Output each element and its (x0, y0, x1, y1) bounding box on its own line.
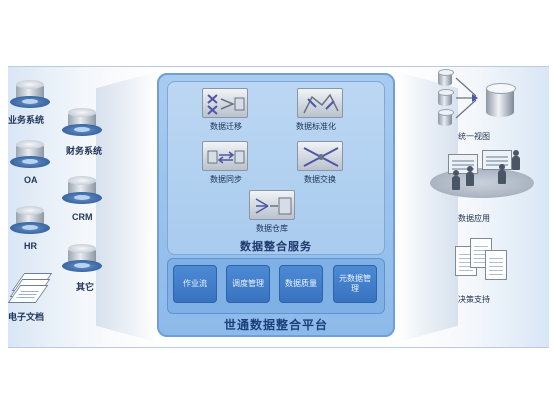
database-icon-crm (62, 176, 102, 206)
service-label-warehouse: 数据仓库 (256, 224, 288, 233)
source-label-finance: 财务系统 (66, 146, 103, 156)
output-label-unified-view: 统一视图 (458, 132, 490, 141)
source-label-hr: HR (24, 241, 37, 251)
database-icon-oa (10, 140, 50, 170)
left-perspective-frame (96, 72, 156, 342)
database-icon-finance (62, 108, 102, 138)
output-label-data-application: 数据应用 (458, 214, 490, 223)
database-icon-other (62, 244, 102, 274)
standardization-icon (303, 93, 339, 114)
exchange-icon (303, 147, 339, 167)
source-label-other: 其它 (76, 282, 95, 292)
database-icon-business (10, 80, 50, 110)
migration-icon (207, 94, 245, 115)
service-label-migration: 数据迁移 (210, 122, 242, 131)
service-label-exchange: 数据交换 (304, 175, 336, 184)
module-workflow: 作业流 (173, 265, 217, 303)
service-label-standardization: 数据标准化 (296, 122, 336, 131)
source-label-documents: 电子文档 (8, 312, 45, 322)
source-label-crm: CRM (72, 212, 93, 222)
module-metadata: 元数据管理 (333, 265, 377, 303)
service-tile-exchange (297, 141, 343, 171)
service-tile-warehouse (249, 190, 295, 220)
source-label-oa: OA (24, 175, 38, 185)
document-stack-icon (7, 273, 53, 305)
service-tile-standardization (297, 88, 343, 118)
service-tile-sync (202, 141, 248, 171)
sync-icon (207, 150, 245, 164)
module-scheduling: 调度管理 (226, 265, 270, 303)
output-label-decision-support: 决策支持 (458, 295, 490, 304)
source-label-business: 业务系统 (8, 115, 45, 125)
services-title: 数据整合服务 (240, 241, 312, 253)
database-icon-hr (10, 206, 50, 236)
module-data-quality: 数据质量 (279, 265, 323, 303)
service-label-sync: 数据同步 (210, 175, 242, 184)
service-tile-migration (202, 88, 248, 118)
warehouse-icon (255, 197, 292, 215)
platform-title: 世通数据整合平台 (223, 318, 328, 332)
